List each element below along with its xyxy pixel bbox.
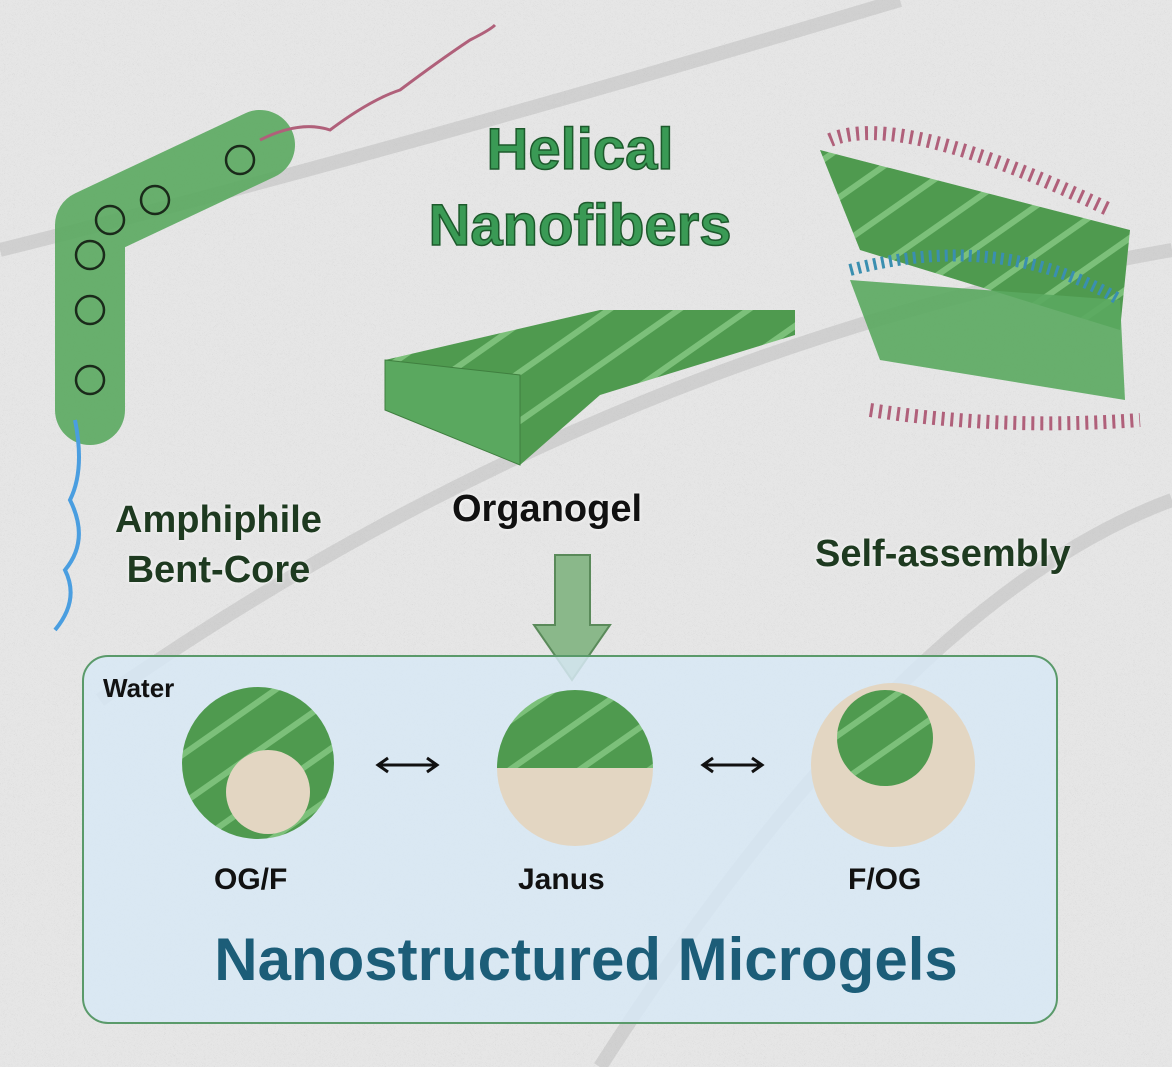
microgels-title: Nanostructured Microgels <box>214 926 958 993</box>
water-label: Water <box>103 673 175 703</box>
down-arrow <box>532 554 612 682</box>
alkyl-tail <box>259 23 497 142</box>
f-og-label: F/OG <box>848 863 922 896</box>
og-f-microgel <box>182 687 334 839</box>
organogel-label: Organogel <box>452 488 643 530</box>
amphiphile-label-line2: Bent-Core <box>126 549 311 591</box>
f-og-microgel <box>811 683 975 847</box>
organogel-fiber <box>384 310 795 466</box>
bent-core-molecule <box>53 23 497 632</box>
hydrophilic-tail <box>53 419 81 632</box>
amphiphile-label-line1: Amphiphile <box>115 499 322 541</box>
title-line2: Nanofibers <box>428 192 732 259</box>
self-assembly-label: Self-assembly <box>815 533 1071 575</box>
janus-label: Janus <box>518 863 605 896</box>
title-line1: Helical <box>486 116 675 183</box>
og-f-label: OG/F <box>214 863 288 896</box>
equilibrium-arrows <box>375 756 765 774</box>
janus-microgel <box>497 690 653 846</box>
self-assembly-structure <box>820 126 1141 431</box>
